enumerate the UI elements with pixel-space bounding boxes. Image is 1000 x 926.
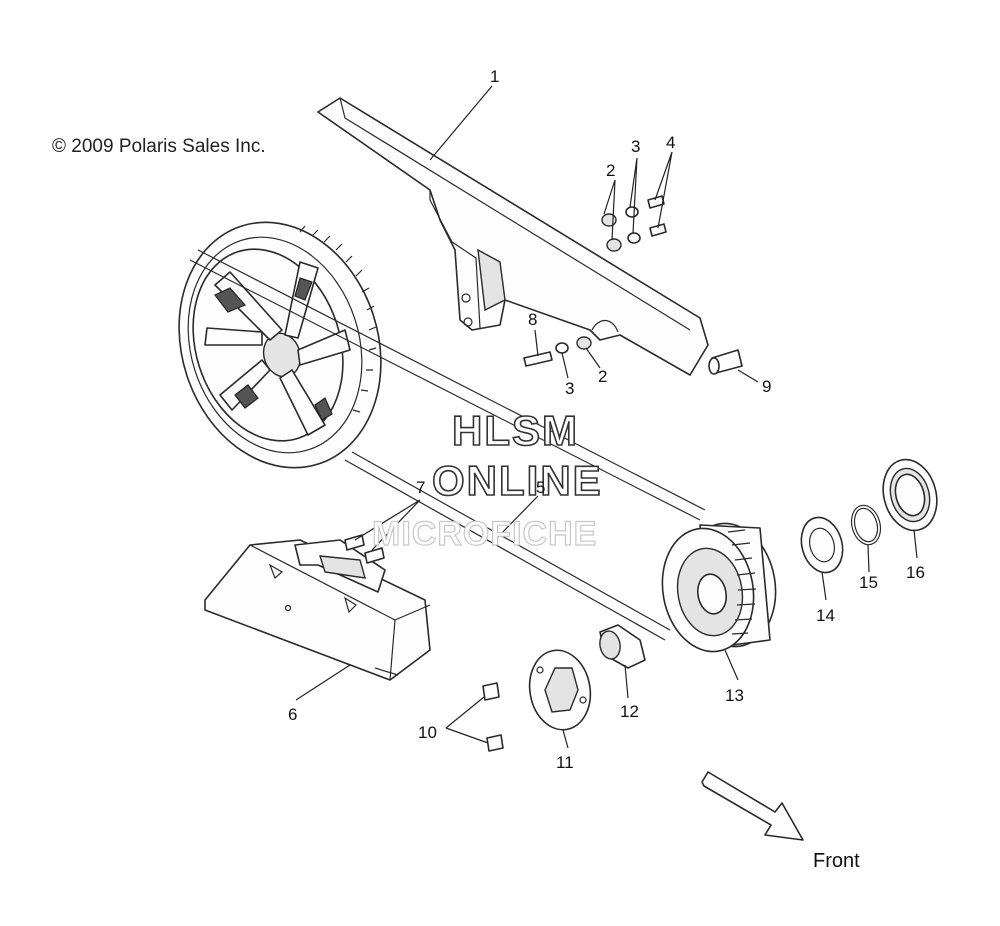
callout-3: 3 xyxy=(631,137,640,156)
callout-numbers: 1 2 3 4 8 3 2 9 7 5 6 10 11 12 13 14 15 … xyxy=(288,67,925,772)
lower-belt-guard xyxy=(204,539,431,681)
callout-10: 10 xyxy=(418,723,437,742)
callout-7: 7 xyxy=(416,478,425,497)
callout-1: 1 xyxy=(490,67,499,86)
spacer-ring-14 xyxy=(800,516,844,574)
callout-8: 8 xyxy=(528,310,537,329)
callout-5: 5 xyxy=(536,478,545,497)
upper-belt-guard xyxy=(317,97,709,376)
front-sprocket xyxy=(661,522,777,653)
callout-15: 15 xyxy=(859,573,878,592)
watermark-line2: ONLINE xyxy=(432,457,603,504)
callout-16: 16 xyxy=(906,563,925,582)
watermark-line1: HLSM xyxy=(452,407,579,454)
callout-11: 11 xyxy=(556,753,574,772)
snap-ring-15 xyxy=(850,504,882,546)
callout-12: 12 xyxy=(620,702,639,721)
callout-3-middle: 3 xyxy=(565,379,574,398)
front-label: Front xyxy=(813,850,860,872)
callout-2: 2 xyxy=(606,161,615,180)
leader-lines xyxy=(295,85,918,749)
front-direction-arrow xyxy=(701,771,804,841)
callout-14: 14 xyxy=(816,606,835,625)
nut-12 xyxy=(599,624,646,669)
callout-6: 6 xyxy=(288,705,297,724)
watermark: HLSM ONLINE MICROFICHE xyxy=(371,406,603,553)
callout-13: 13 xyxy=(725,686,744,705)
watermark-line3: MICROFICHE xyxy=(372,515,597,553)
fasteners xyxy=(344,195,743,752)
rear-pulley xyxy=(178,221,382,469)
copyright-text: © 2009 Polaris Sales Inc. xyxy=(52,136,266,157)
drive-belt xyxy=(189,249,706,641)
callout-2-middle: 2 xyxy=(598,367,607,386)
callout-4: 4 xyxy=(666,133,675,152)
callout-9: 9 xyxy=(762,377,771,396)
lock-plate-11 xyxy=(528,649,592,731)
seal-16 xyxy=(882,458,938,532)
